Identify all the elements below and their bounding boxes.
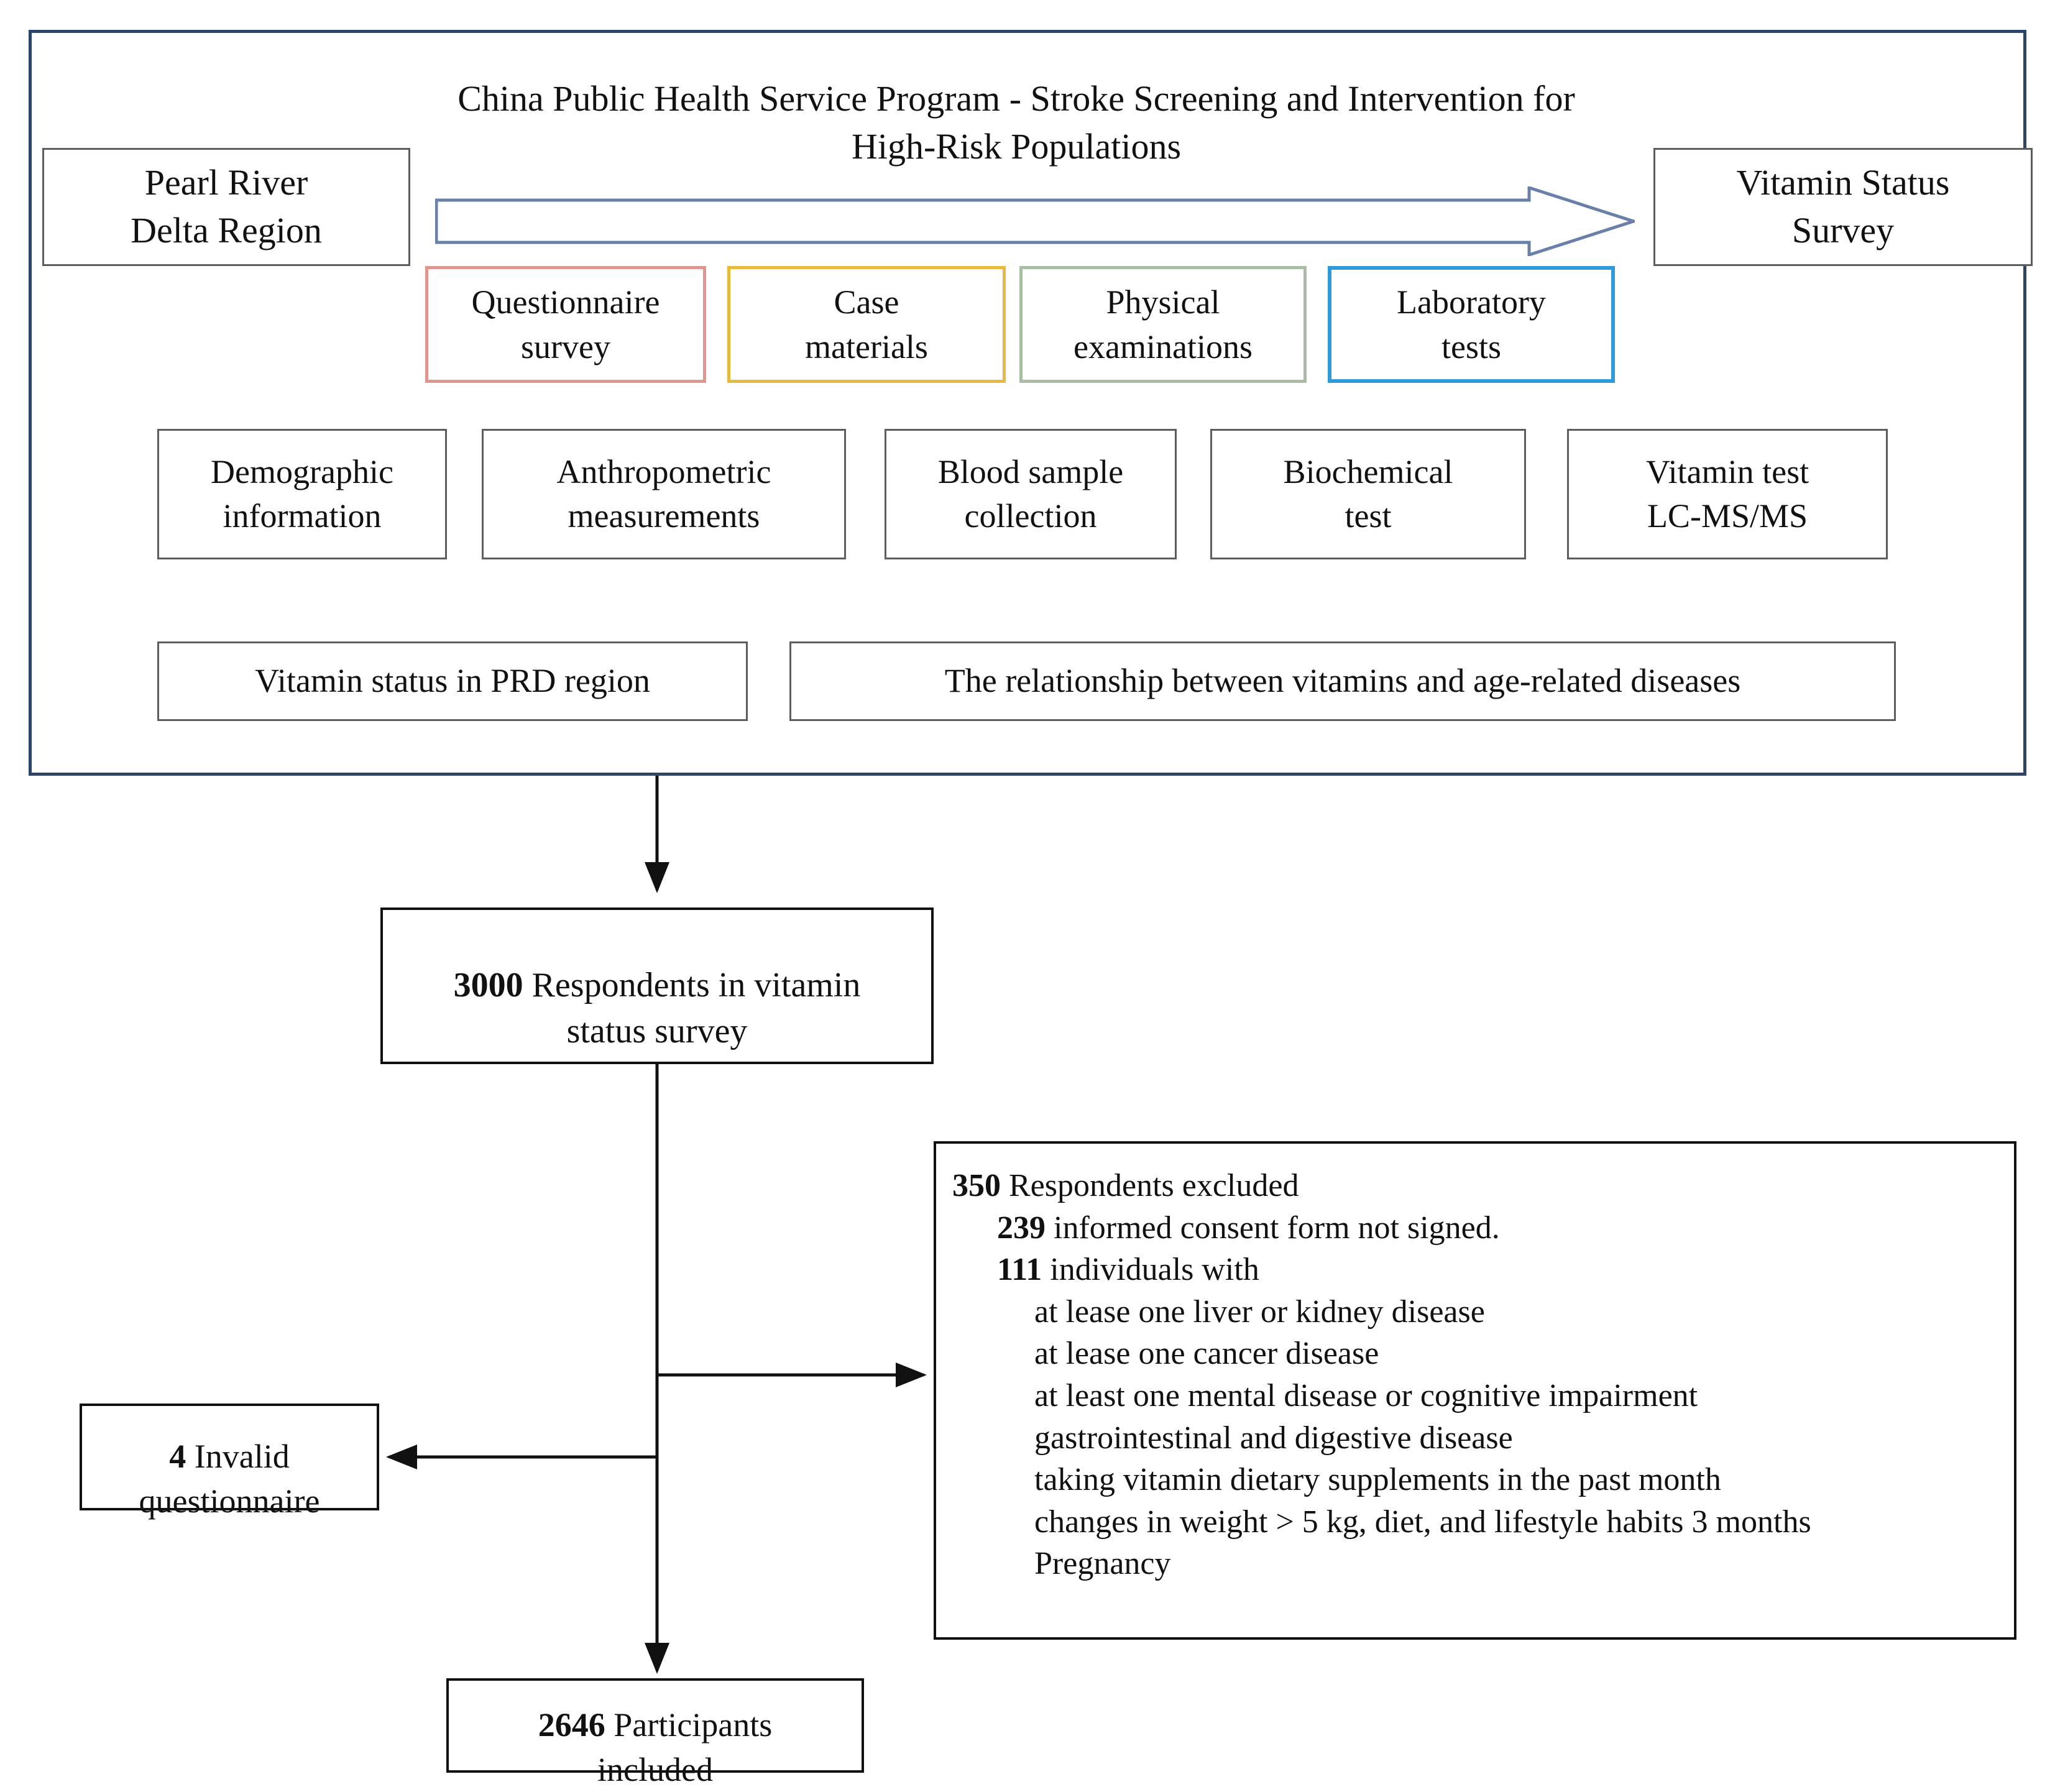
excluded-condition: at lease one liver or kidney disease	[1034, 1293, 1485, 1330]
invalid-count: 4	[169, 1438, 186, 1476]
detail-box-demographic-information: Demographic information	[157, 429, 447, 559]
outcome-box-vitamin-status-prd-label: Vitamin status in PRD region	[255, 662, 650, 700]
excluded-reason-1-count: 239	[997, 1210, 1046, 1246]
excluded-condition: changes in weight > 5 kg, diet, and life…	[1034, 1504, 1811, 1540]
detail-box-vitamin-test-lcmsms: Vitamin test LC-MS/MS	[1567, 429, 1888, 559]
method-box-questionnaire-survey-label: Questionnaire survey	[471, 283, 660, 365]
detail-box-demographic-information-label: Demographic information	[211, 453, 393, 535]
excluded-reason-2-count: 111	[997, 1252, 1042, 1288]
participants-label: Participants included	[597, 1706, 773, 1788]
detail-box-anthropometric-measurements-label: Anthropometric measurements	[556, 453, 771, 535]
respondents-excluded-box: 350 Respondents excluded 239 informed co…	[934, 1141, 2016, 1640]
excluded-header-count: 350	[952, 1168, 1001, 1203]
excluded-reason-1: 239 informed consent form not signed.	[997, 1207, 1998, 1249]
method-box-physical-examinations-label: Physical examinations	[1073, 283, 1253, 365]
excluded-condition: taking vitamin dietary supplements in th…	[1034, 1462, 1721, 1498]
pearl-river-delta-region-box: Pearl River Delta Region	[42, 148, 410, 266]
method-box-case-materials: Case materials	[727, 266, 1006, 383]
participants-count: 2646	[538, 1706, 605, 1744]
detail-box-vitamin-test-lcmsms-label: Vitamin test LC-MS/MS	[1645, 453, 1809, 535]
invalid-questionnaire-box: 4 Invalid questionnaire	[80, 1404, 379, 1520]
invalid-label: Invalid questionnaire	[139, 1438, 320, 1520]
outcome-box-vitamins-age-related-diseases-label: The relationship between vitamins and ag…	[944, 662, 1741, 700]
vitamin-status-survey-box: Vitamin Status Survey	[1653, 148, 2033, 266]
invalid-box-text: 4 Invalid questionnaire	[133, 1390, 326, 1523]
detail-box-blood-sample-collection: Blood sample collection	[885, 429, 1177, 559]
excluded-reason-1-label: informed consent form not signed.	[1046, 1210, 1500, 1246]
program-title: China Public Health Service Program - St…	[457, 78, 1575, 167]
participants-box-text: 2646 Participants included	[532, 1659, 778, 1792]
excluded-condition: gastrointestinal and digestive disease	[1034, 1420, 1513, 1456]
respondents-count: 3000	[453, 966, 523, 1005]
detail-box-blood-sample-collection-label: Blood sample collection	[937, 453, 1124, 535]
excluded-condition: Pregnancy	[1034, 1546, 1171, 1582]
outcome-box-vitamins-age-related-diseases: The relationship between vitamins and ag…	[789, 641, 1896, 721]
outcome-box-vitamin-status-prd: Vitamin status in PRD region	[157, 641, 748, 721]
pearl-river-delta-region-label: Pearl River Delta Region	[131, 162, 322, 250]
excluded-header-label: Respondents excluded	[1001, 1168, 1299, 1203]
detail-box-anthropometric-measurements: Anthropometric measurements	[482, 429, 846, 559]
vitamin-status-survey-label: Vitamin Status Survey	[1736, 162, 1950, 250]
respondents-in-vitamin-status-survey-box: 3000 Respondents in vitamin status surve…	[380, 907, 934, 1064]
participants-included-box: 2646 Participants included	[446, 1678, 864, 1788]
method-box-questionnaire-survey: Questionnaire survey	[425, 266, 706, 383]
method-box-laboratory-tests: Laboratory tests	[1328, 266, 1615, 383]
excluded-header: 350 Respondents excluded	[952, 1165, 1998, 1207]
method-box-case-materials-label: Case materials	[805, 283, 928, 365]
program-flow-right-arrow-icon	[435, 186, 1635, 256]
excluded-condition: at least one mental disease or cognitive…	[1034, 1377, 1698, 1413]
excluded-condition: at lease one cancer disease	[1034, 1336, 1379, 1372]
method-box-laboratory-tests-label: Laboratory tests	[1397, 283, 1546, 365]
method-box-physical-examinations: Physical examinations	[1019, 266, 1307, 383]
respondents-label: Respondents in vitamin status survey	[531, 966, 861, 1050]
detail-box-biochemical-test-label: Biochemical test	[1283, 453, 1453, 535]
respondents-box-text: 3000 Respondents in vitamin status surve…	[448, 917, 867, 1055]
excluded-reason-2: 111 individuals with	[997, 1249, 1998, 1291]
excluded-reason-2-label: individuals with	[1042, 1252, 1259, 1288]
detail-box-biochemical-test: Biochemical test	[1210, 429, 1526, 559]
